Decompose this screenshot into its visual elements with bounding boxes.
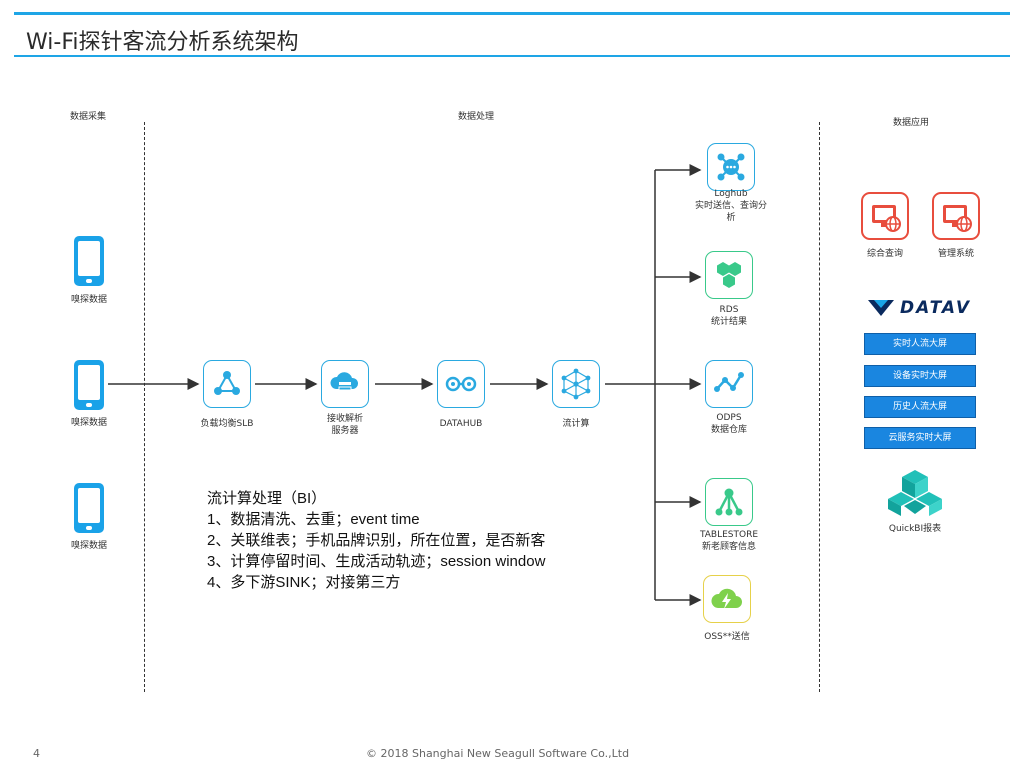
screen-button-history-flow[interactable]: 历史人流大屏 [864,396,976,418]
rds-label-desc: 统计结果 [710,317,747,327]
probe-label: 嗅探数据 [70,418,107,428]
server-label-line2: 服务器 [331,426,359,436]
divider-right [819,122,820,692]
server-label-line1: 接收解析 [326,414,363,424]
load-balancer-icon [214,371,240,395]
notes-item: 2、关联维表；手机品牌识别，所在位置，是否新客 [207,532,546,549]
manage-app-label: 管理系统 [937,249,974,259]
loghub-node [707,143,755,191]
rds-database-icon [717,262,741,288]
datahub-node [437,360,485,408]
tablestore-label-desc: 新老顾客信息 [701,542,756,552]
tablestore-node [705,478,753,526]
datav-logo: DATAV [868,298,980,318]
probe-label: 嗅探数据 [70,295,107,305]
divider-left [144,122,145,692]
query-app-label: 综合查询 [866,249,903,259]
quickbi-cube-icon [888,470,942,516]
section-label-collect: 数据采集 [70,112,107,122]
notes-item: 1、数据清洗、去重；event time [207,511,420,528]
page-title: Wi-Fi探针客流分析系统架构 [26,30,299,55]
datav-logo-text: DATAV [900,298,972,318]
stream-compute-label: 流计算 [562,419,590,429]
rds-node [705,251,753,299]
slb-label: 负载均衡SLB [200,419,254,429]
tablestore-label-title: TABLESTORE [699,530,759,540]
datahub-icon [445,376,477,392]
copyright: © 2018 Shanghai New Seagull Software Co.… [366,747,630,760]
odps-label-desc: 数据仓库 [710,425,747,435]
odps-node [705,360,753,408]
cloud-server-icon [330,372,359,391]
phone-icon [74,236,104,286]
network-mesh-icon [561,368,591,400]
notes-item: 3、计算停留时间、生成活动轨迹；session window [207,553,546,570]
section-label-apply: 数据应用 [893,118,930,128]
stream-compute-node [552,360,600,408]
loghub-label-title: Loghub [714,189,748,199]
screen-button-realtime-flow[interactable]: 实时人流大屏 [864,333,976,355]
loghub-label-desc: 实时送信、查询分 [694,201,767,211]
query-app-box[interactable] [861,192,909,240]
manage-app-box[interactable] [932,192,980,240]
odps-chart-icon [714,372,744,392]
datahub-label: DATAHUB [439,419,483,429]
oss-cloud-icon [711,588,742,609]
monitor-globe-icon [872,205,901,232]
oss-node [703,575,751,623]
screen-button-device-realtime[interactable]: 设备实时大屏 [864,365,976,387]
datav-mark-icon [868,300,894,316]
phone-icon [74,360,104,410]
header-bottom-rule [14,55,1010,57]
notes-item: 4、多下游SINK；对接第三方 [207,574,401,591]
oss-label: OSS**送信 [704,632,750,642]
section-label-process: 数据处理 [458,112,495,122]
screen-button-cloud-realtime[interactable]: 云服务实时大屏 [864,427,976,449]
quickbi-logo[interactable] [888,468,942,518]
slb-node [203,360,251,408]
stream-processing-notes: 流计算处理（BI） 1、数据清洗、去重；event time 2、关联维表；手机… [207,488,545,593]
monitor-globe-icon [943,205,972,232]
server-node [321,360,369,408]
loghub-label-desc2: 析 [726,213,736,223]
loghub-icon [717,153,745,181]
page-number: 4 [33,747,40,760]
tablestore-icon [715,488,743,516]
odps-label-title: ODPS [716,413,742,423]
rds-label-title: RDS [719,305,739,315]
probe-label: 嗅探数据 [70,541,107,551]
phone-icon [74,483,104,533]
notes-heading: 流计算处理（BI） [207,490,327,507]
header-top-rule [14,12,1010,15]
quickbi-label: QuickBI报表 [888,524,942,534]
